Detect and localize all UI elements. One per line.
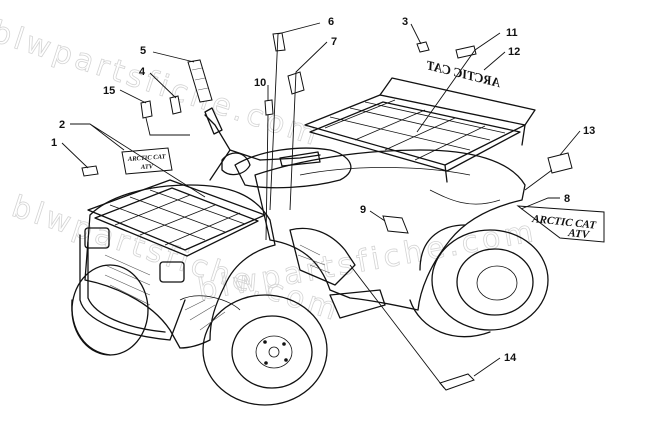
- watermark-text-bottom: blwpartsfiche.com: [195, 214, 539, 308]
- front-fender: [84, 184, 276, 349]
- callout-6: 6: [328, 16, 334, 28]
- callout-3: 3: [402, 16, 408, 28]
- rear-fender: [254, 149, 526, 311]
- decal-5: [187, 59, 213, 103]
- front-right-wheel: [202, 294, 328, 406]
- decal-11: [455, 45, 477, 59]
- callout-2: 2: [59, 119, 65, 131]
- callout-7: 7: [331, 36, 337, 48]
- callout-15: 15: [103, 85, 115, 97]
- right-headlight: [159, 261, 185, 283]
- callouts: 1 2 3 4 5 6 7 8 9 10 11 12 13 14 15: [51, 16, 595, 364]
- handlebars: [204, 107, 321, 181]
- callout-1: 1: [51, 137, 57, 149]
- decal-15: [140, 100, 153, 119]
- rear-wheel: [409, 224, 549, 338]
- callout-5: 5: [140, 45, 146, 57]
- front-bumper: [79, 227, 186, 341]
- seat: [234, 147, 352, 189]
- rear-logo-decal: ARCTIC CAT: [424, 57, 503, 90]
- rear-rack: [304, 77, 536, 183]
- callout-4: 4: [139, 66, 146, 78]
- hood-logo-line2: ATV: [140, 163, 154, 171]
- callout-10: 10: [254, 77, 266, 89]
- callout-8: 8: [564, 193, 570, 205]
- left-headlight: [84, 227, 110, 249]
- decal-4: [169, 95, 182, 115]
- hood-logo-line1: ARCTIC CAT: [127, 153, 167, 163]
- callout-13: 13: [583, 125, 595, 137]
- decal-14: [439, 373, 475, 391]
- footwell: [179, 227, 386, 331]
- decal-3: [416, 41, 430, 53]
- decal-10: [264, 99, 274, 116]
- leader-lines: [61, 22, 581, 389]
- callout-12: 12: [508, 46, 520, 58]
- decal-13: [547, 152, 573, 174]
- rear-logo-text: ARCTIC CAT: [424, 57, 503, 90]
- callout-11: 11: [506, 27, 518, 39]
- callout-9: 9: [360, 204, 366, 216]
- decals: ARCTIC CAT ATV ARCTIC CAT ARCTIC CAT: [81, 32, 605, 391]
- atv-illustration: [71, 77, 549, 406]
- side-logo-line2: ATV: [567, 227, 592, 241]
- callout-14: 14: [504, 352, 517, 364]
- front-left-wheel: [71, 264, 149, 356]
- side-logo-decal: ARCTIC CAT ATV: [516, 205, 605, 243]
- decal-6: [272, 32, 286, 52]
- decal-1: [81, 165, 99, 177]
- hood-logo-decal: ARCTIC CAT ATV: [121, 147, 173, 175]
- decal-9: [382, 215, 409, 234]
- front-rack: [87, 179, 266, 257]
